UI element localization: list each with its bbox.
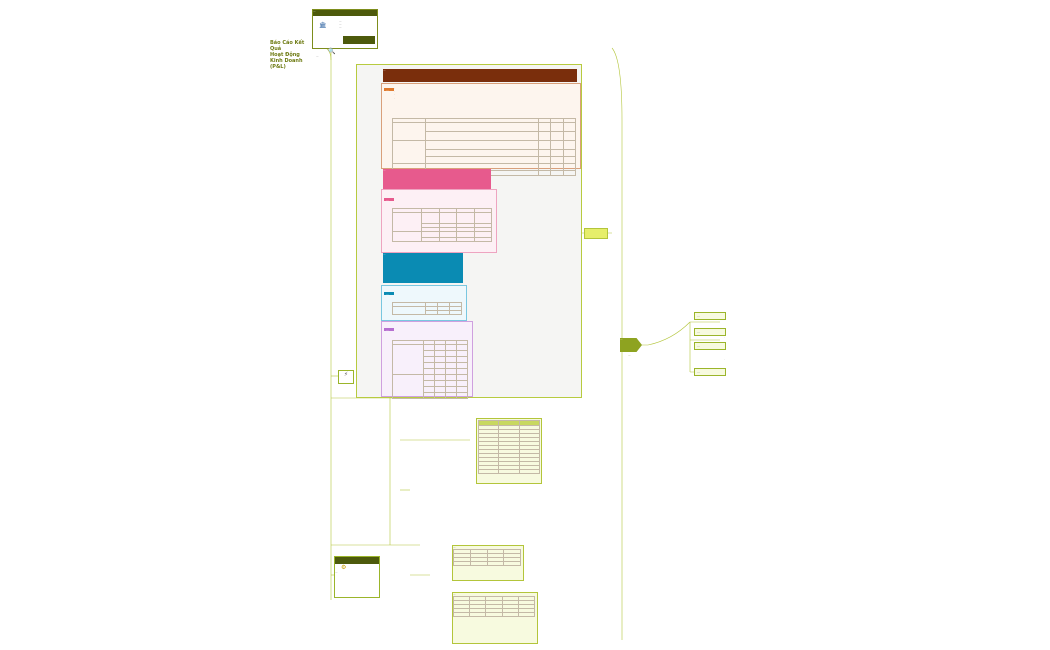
brown-section-body: ... ···· [381, 83, 581, 176]
top-card-line: ... [339, 20, 342, 23]
lower-hub[interactable]: ⚙ ... [334, 556, 380, 598]
gear-icon: ⚙ [341, 564, 347, 571]
magnifier-icon: 🔍 [328, 48, 336, 55]
search-node[interactable]: 🔍 ... [316, 48, 360, 58]
brown-table [392, 118, 577, 176]
search-node-label: ... [316, 55, 319, 58]
top-card-header: ... [313, 10, 377, 16]
bank-icon: 🏛 [319, 22, 327, 29]
content-panel: ... ... ···· ... ... [356, 64, 582, 399]
right-hub[interactable]: ... [620, 338, 642, 352]
right-branch-node[interactable]: ... [694, 328, 726, 336]
teal-table [392, 302, 462, 315]
right-leaf-text: · [724, 358, 725, 361]
right-hub-label: ... [620, 338, 623, 341]
brown-section-title: ... [383, 69, 386, 72]
right-branch-node[interactable]: ... [694, 312, 726, 320]
right-branch-node[interactable]: ... [694, 342, 726, 350]
root-title-line: Hoạt Động [270, 52, 300, 58]
right-leaf-text: · [724, 318, 725, 321]
bottom-table-title: ... [453, 593, 456, 596]
violet-table [392, 340, 468, 399]
right-hub-caption: ... [628, 354, 631, 357]
lower-hub-label: ... [335, 571, 338, 574]
root-title-line: Báo Cáo Kết Quả [270, 40, 305, 52]
bottom-table-title: ... [453, 546, 456, 549]
lightning-icon: ⚡ [343, 371, 349, 378]
right-branch-node[interactable]: ... [694, 368, 726, 376]
right-leaf-text: · [724, 336, 725, 339]
pink-section-header: ... [383, 169, 491, 189]
teal-chip: ... [384, 292, 394, 296]
violet-chip: ... [384, 328, 394, 332]
pink-chip: ... [384, 198, 394, 202]
top-card-line: ... [339, 26, 342, 30]
lightning-hub[interactable]: ⚡ [338, 370, 354, 384]
teal-section-header: ... [383, 253, 463, 283]
pink-table [392, 208, 492, 242]
bottom-table-2: ... [452, 592, 538, 644]
brown-chip: ... [384, 88, 394, 92]
violet-section-body: ... [381, 321, 473, 399]
pink-section-title: ... [383, 169, 386, 172]
root-title[interactable]: Báo Cáo Kết Quả Hoạt Động Kinh Doanh (P&… [270, 40, 310, 70]
top-card-badge [343, 36, 375, 44]
brown-section-header: ... [383, 69, 577, 82]
right-sticky-node[interactable] [584, 228, 608, 239]
mid-table [476, 418, 542, 484]
root-title-line: Kinh Doanh (P&L) [270, 58, 303, 70]
top-card-line: ... [339, 23, 342, 27]
top-card: ... 🏛 ... ... ... [312, 9, 378, 49]
pink-section-body: ... [381, 189, 497, 253]
bottom-table-1: ... [452, 545, 524, 581]
teal-section-title: ... [383, 253, 386, 256]
teal-section-body: ... [381, 285, 467, 321]
